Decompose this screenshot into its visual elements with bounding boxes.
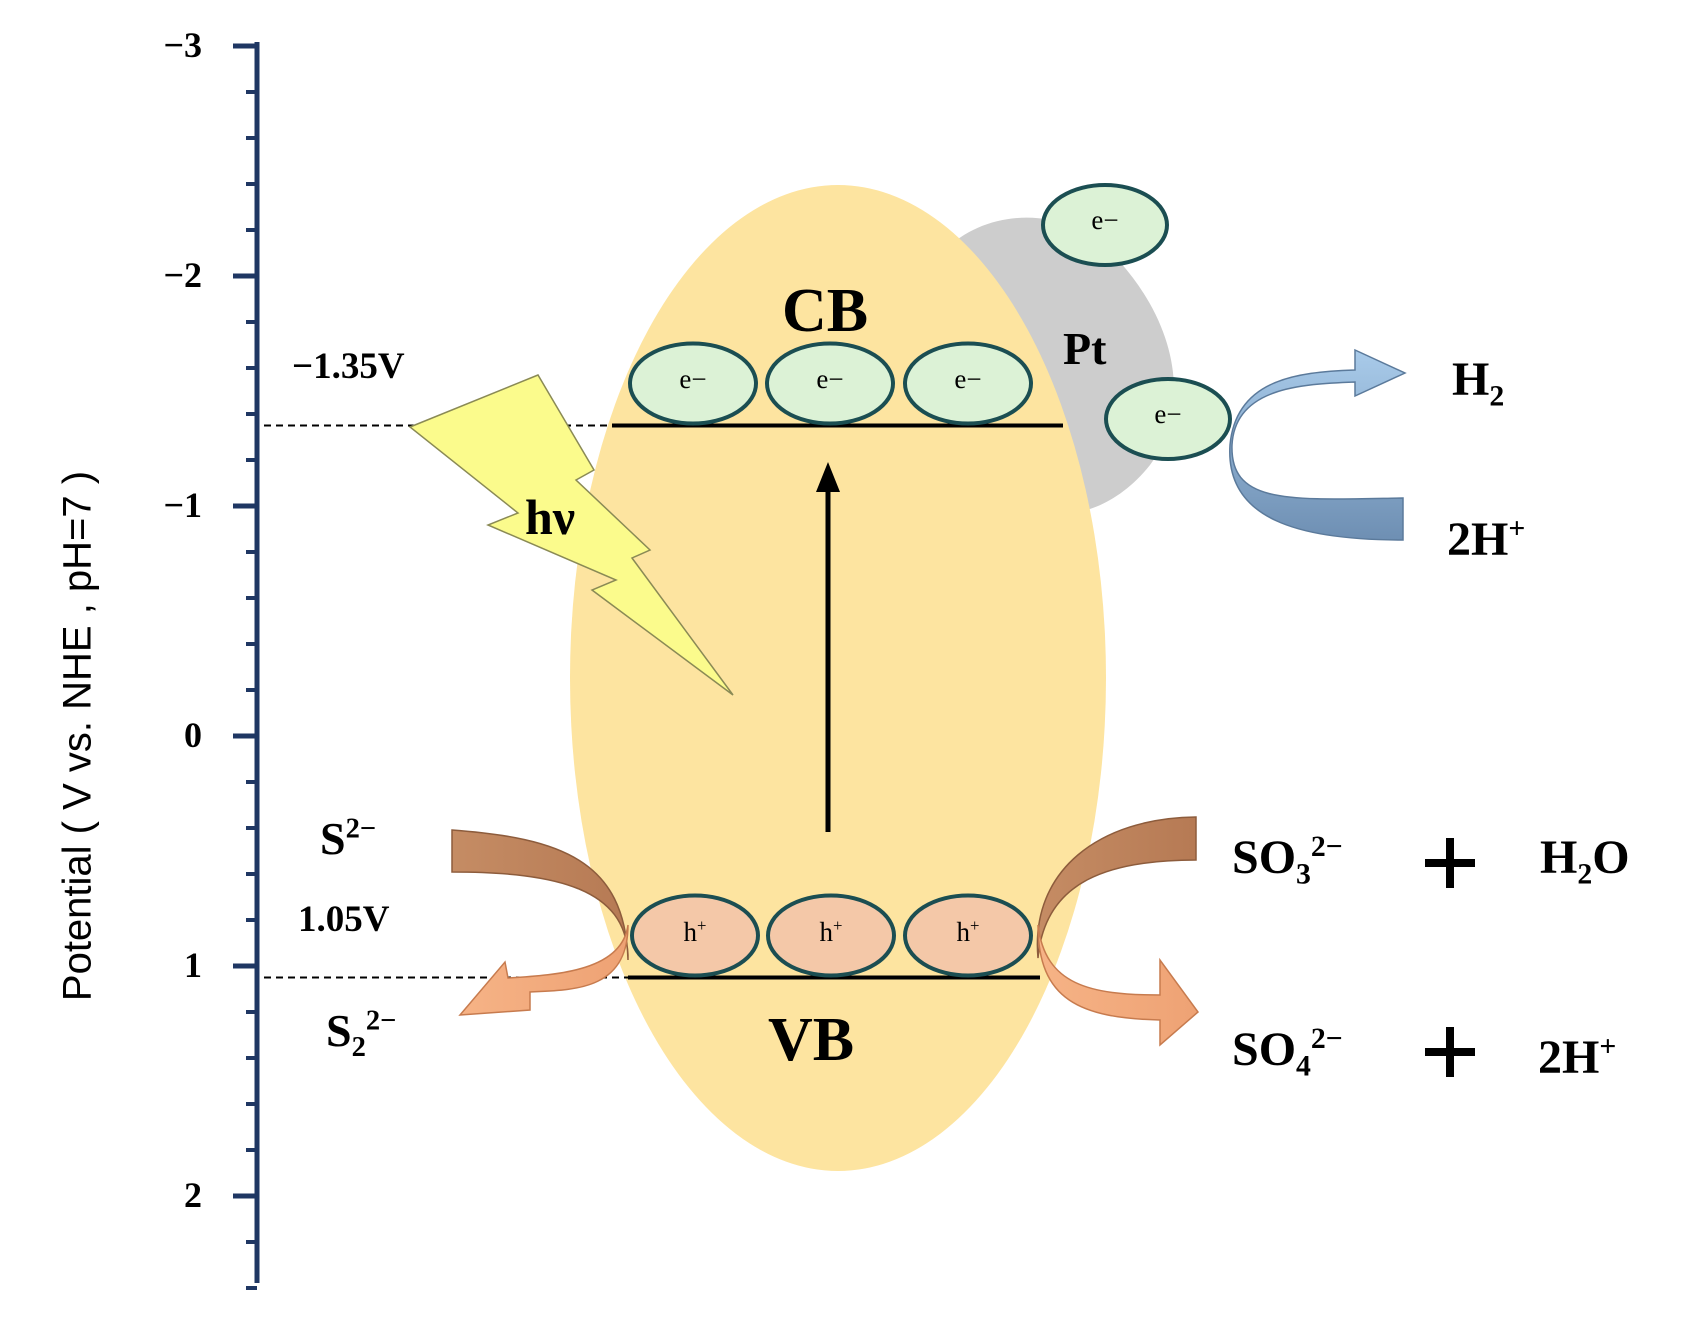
sulfite-arrow-out	[1037, 924, 1200, 1047]
hole-label: h+	[683, 915, 707, 947]
sulfite-arrow-in	[1036, 816, 1197, 959]
electron-label: e−	[1154, 399, 1182, 429]
sulfite-subscript: 3	[1296, 857, 1311, 891]
axis-tick-label: 2	[184, 1175, 202, 1215]
proton-product-charge: +	[1599, 1030, 1617, 1063]
potential-axis	[233, 42, 260, 1290]
hole	[903, 893, 1033, 978]
disulfide-subscript: 2	[351, 1032, 366, 1064]
sulfate-charge: 2−	[1310, 1022, 1343, 1055]
electron	[903, 341, 1033, 426]
electron	[765, 341, 895, 426]
water-o: O	[1592, 831, 1630, 884]
sulfite-charge: 2−	[1310, 830, 1343, 863]
electron-label: e−	[1091, 205, 1119, 235]
disulfide-symbol: S	[326, 1005, 352, 1056]
axis-label: Potential ( V vs. NHE , pH=7 )	[55, 470, 100, 1002]
pt-label: Pt	[1063, 323, 1107, 374]
proton-charge: +	[1508, 512, 1526, 545]
axis-tick-label: 0	[184, 715, 202, 755]
s-oxidation-arrow-out	[458, 924, 629, 1016]
electron	[1041, 183, 1169, 267]
charge-carriers	[628, 183, 1232, 978]
disulfide-label: S22−	[326, 1004, 396, 1064]
sulfide-symbol: S	[320, 813, 346, 864]
sulfite-label: SO32−	[1232, 830, 1343, 892]
h2-product-label: H2	[1452, 352, 1504, 414]
cb-label: CB	[782, 277, 869, 345]
hole-label: h+	[819, 915, 843, 947]
plus-sign-bottom	[1425, 1027, 1475, 1077]
axis-tick-label: −1	[163, 485, 202, 525]
vb-potential-label: 1.05V	[298, 899, 390, 940]
proton-symbol: 2H	[1447, 513, 1509, 566]
electron-label: e−	[954, 363, 982, 394]
vb-label: VB	[768, 1006, 855, 1074]
hole	[630, 893, 760, 978]
sulfate-symbol: SO	[1232, 1023, 1297, 1076]
axis-tick-label: −3	[163, 25, 202, 65]
electron-label: e−	[679, 363, 707, 394]
axis-tick-label: 1	[184, 945, 202, 985]
water-label: H2O	[1540, 830, 1630, 892]
hole-label: h+	[956, 915, 980, 947]
water-subscript: 2	[1577, 857, 1593, 891]
disulfide-charge: 2−	[365, 1005, 397, 1037]
h2-subscript: 2	[1489, 379, 1505, 413]
plus-sign-top	[1425, 838, 1475, 888]
lightning-bolt	[408, 374, 734, 696]
sulfide-charge: 2−	[345, 813, 377, 845]
sulfite-symbol: SO	[1232, 831, 1297, 884]
water-h: H	[1540, 831, 1578, 884]
electron	[628, 341, 758, 426]
h2-reactant-label: 2H+	[1447, 512, 1525, 567]
sulfate-subscript: 4	[1296, 1049, 1311, 1083]
electron	[1104, 377, 1232, 461]
excitation-arrow	[816, 462, 840, 832]
proton-product-symbol: 2H	[1538, 1031, 1600, 1084]
light-label: hν	[525, 489, 576, 545]
cb-potential-label: −1.35V	[292, 346, 405, 387]
sulfide-label: S2−	[320, 812, 376, 865]
axis-tick-label: −2	[163, 255, 202, 295]
h2-evolution-arrow	[1229, 348, 1407, 541]
electron-label: e−	[816, 363, 844, 394]
proton-product-label: 2H+	[1538, 1030, 1616, 1085]
sulfate-label: SO42−	[1232, 1022, 1343, 1084]
hole	[766, 893, 896, 978]
h2-symbol: H	[1452, 353, 1490, 406]
s-oxidation-arrow-in	[451, 829, 629, 961]
